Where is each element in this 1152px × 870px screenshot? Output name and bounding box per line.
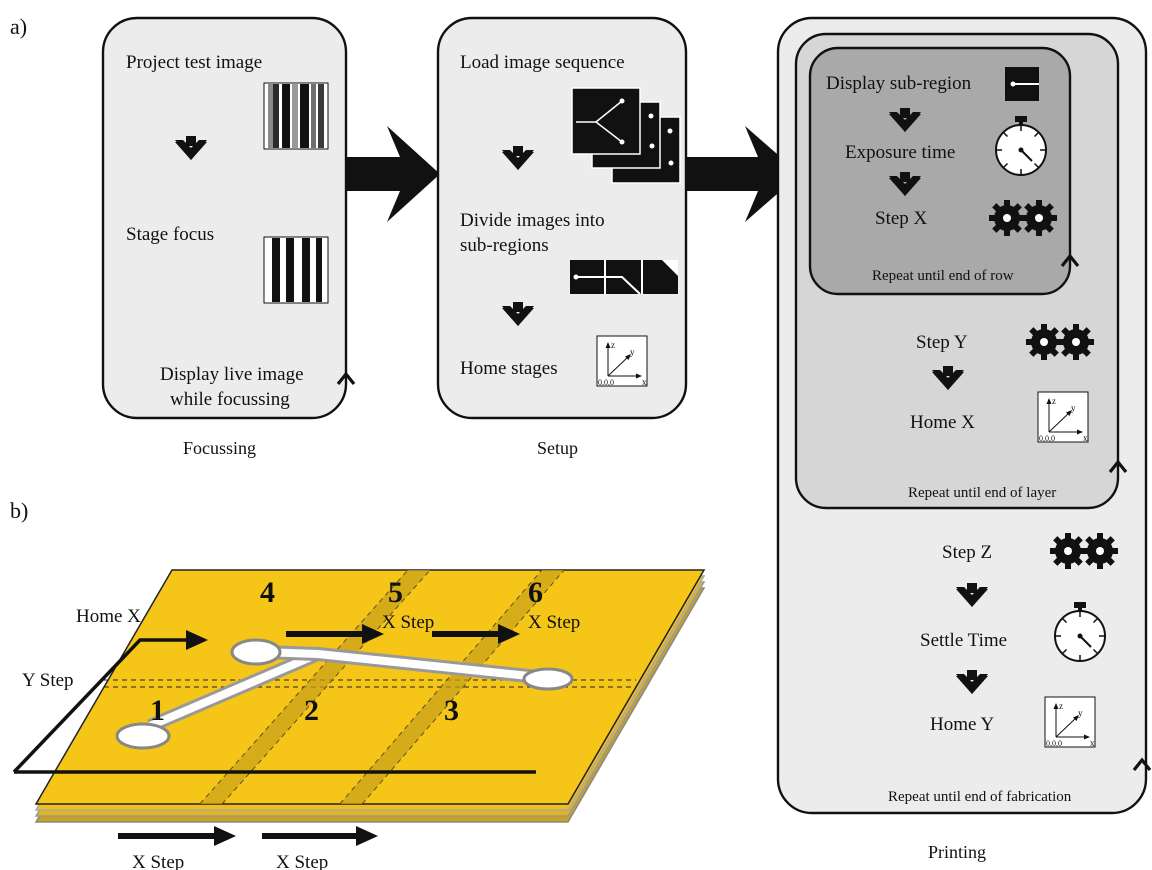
project-test-image-label: Project test image [126, 52, 262, 73]
divide-images-line2: sub-regions [460, 235, 549, 256]
svg-text:z: z [1052, 396, 1056, 406]
x-step-label: X Step [528, 612, 580, 633]
x-step-label: X Step [276, 852, 328, 870]
home-x-label: Home X [76, 606, 141, 627]
exposure-time-label: Exposure time [845, 142, 955, 163]
svg-text:y: y [1071, 403, 1076, 413]
focussing-caption: Focussing [183, 438, 256, 458]
flow-arrow-2 [686, 126, 800, 222]
test-pattern-icon [263, 82, 329, 150]
setup-caption: Setup [537, 438, 578, 458]
image-stack-icon [571, 87, 681, 184]
panel-a-label: a) [10, 14, 27, 39]
step-x-label: Step X [875, 208, 928, 229]
svg-text:y: y [1078, 708, 1083, 718]
focused-pattern-icon [263, 236, 329, 304]
y-step-label: Y Step [22, 670, 74, 691]
svg-text:x: x [1083, 433, 1088, 443]
x-step-label: X Step [132, 852, 184, 870]
home-stages-label: Home stages [460, 358, 558, 379]
step-z-label: Step Z [942, 542, 992, 563]
stage-focus-label: Stage focus [126, 224, 214, 245]
home-x-path [12, 630, 208, 774]
region-number: 3 [444, 694, 459, 727]
svg-text:0,0,0: 0,0,0 [1046, 739, 1062, 748]
focussing-loop-line1: Display live image [160, 364, 304, 385]
region-overlaps [200, 570, 564, 804]
home-y-label: Home Y [930, 714, 994, 735]
region-number: 1 [150, 694, 165, 727]
flow-arrow-1 [346, 126, 440, 222]
region-number: 4 [260, 576, 275, 609]
row-repeat-label: Repeat until end of row [872, 268, 1014, 284]
x-step-arrow [118, 826, 236, 846]
axis-icon: z y x 0,0,0 [1044, 696, 1096, 748]
focussing-box [101, 16, 348, 420]
axis-icon: z y x 0,0,0 [596, 335, 648, 387]
focussing-loop-line2: while focussing [170, 389, 290, 410]
x-step-arrow [262, 826, 378, 846]
display-sub-region-label: Display sub-region [826, 73, 972, 94]
axis-icon: z y x 0,0,0 [1037, 391, 1089, 443]
svg-text:0,0,0: 0,0,0 [598, 378, 614, 387]
x-step-label: X Step [382, 612, 434, 633]
sub-regions-icon [570, 260, 678, 295]
svg-text:x: x [642, 377, 647, 387]
region-number: 5 [388, 576, 403, 609]
panel-b-label: b) [10, 498, 28, 523]
load-image-sequence-label: Load image sequence [460, 52, 625, 73]
settle-time-label: Settle Time [920, 630, 1007, 651]
region-number: 6 [528, 576, 543, 609]
home-x-label: Home X [910, 412, 975, 433]
svg-text:z: z [1059, 701, 1063, 711]
region-number: 2 [304, 694, 319, 727]
x-step-arrow [432, 624, 520, 644]
layer-repeat-label: Repeat until end of layer [908, 485, 1056, 501]
svg-text:x: x [1090, 738, 1095, 748]
step-y-label: Step Y [916, 332, 968, 353]
microchannel [115, 638, 574, 750]
x-step-arrow [286, 624, 384, 644]
sub-region-icon [1005, 67, 1039, 101]
printing-caption: Printing [928, 842, 986, 862]
divide-images-line1: Divide images into [460, 210, 605, 231]
fabrication-repeat-label: Repeat until end of fabrication [888, 789, 1072, 805]
svg-text:z: z [611, 340, 615, 350]
svg-text:0,0,0: 0,0,0 [1039, 434, 1055, 443]
svg-text:y: y [630, 347, 635, 357]
